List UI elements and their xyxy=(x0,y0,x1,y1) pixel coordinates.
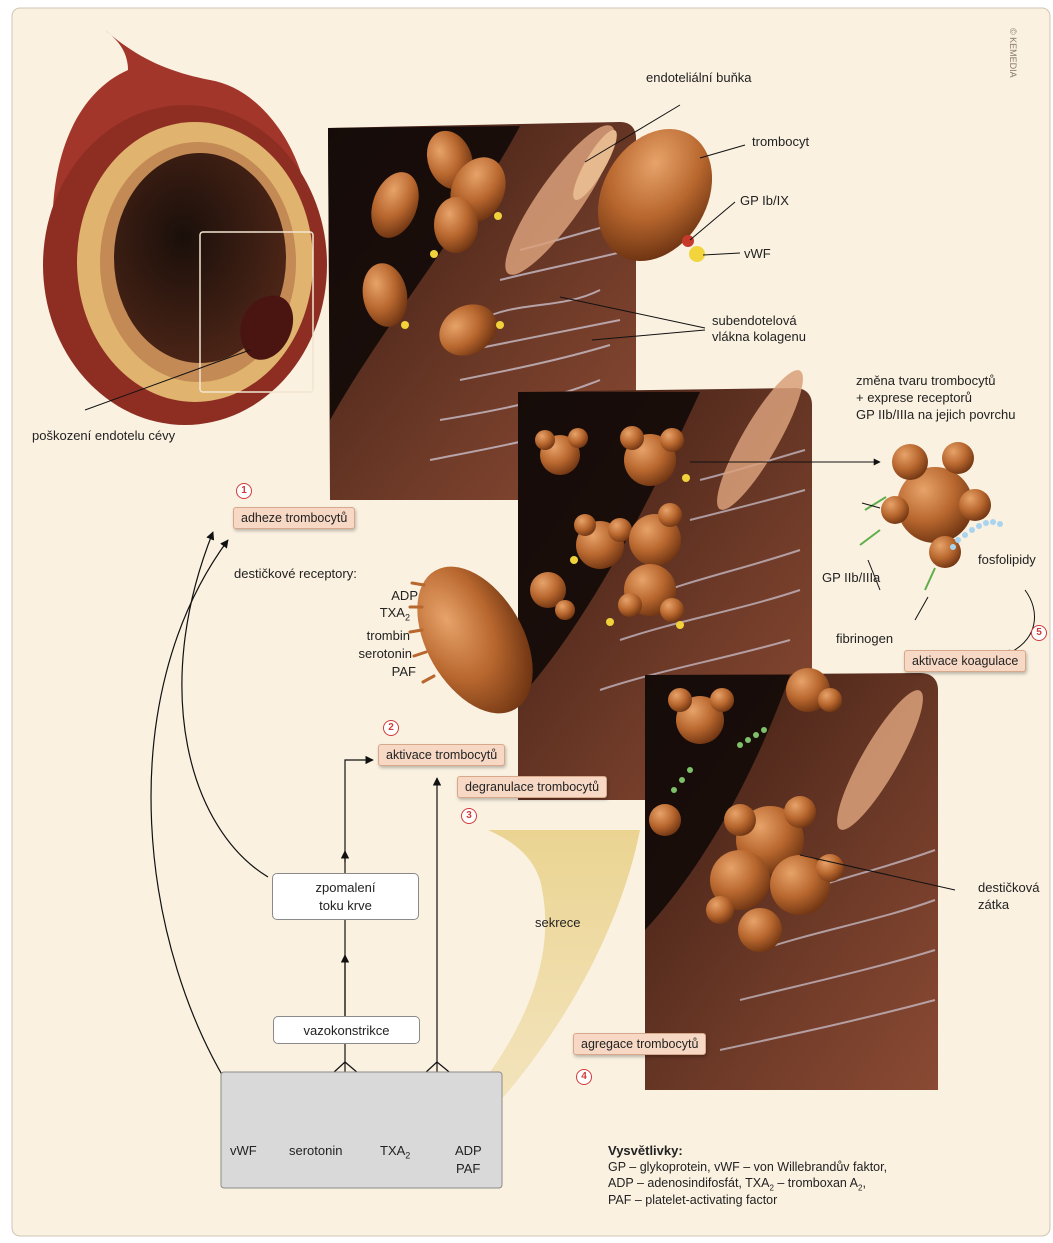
step-4-aggregation: agregace trombocytů xyxy=(573,1033,706,1055)
label-receptors-title: destičkové receptory: xyxy=(234,566,357,582)
step-5-number: 5 xyxy=(1031,625,1047,641)
label-plug-2: zátka xyxy=(978,897,1009,913)
label-vwf: vWF xyxy=(744,246,771,262)
label-shape-change-3: GP IIb/IIIa na jejich povrchu xyxy=(856,407,1015,423)
label-sekrece: sekrece xyxy=(535,915,581,931)
signature: © KEMEDIA xyxy=(1007,28,1018,78)
mediator-adp: ADP xyxy=(455,1143,482,1159)
legend-line-3: PAF – platelet-activating factor xyxy=(608,1193,777,1208)
box-slowing-line1: zpomalení xyxy=(273,879,418,897)
step-2-number: 2 xyxy=(383,720,399,736)
receptor-trombin: trombin xyxy=(330,628,410,644)
mediator-serotonin: serotonin xyxy=(289,1143,342,1159)
label-gp-ib-ix: GP Ib/IX xyxy=(740,193,789,209)
label-endothelial-cell: endoteliální buňka xyxy=(646,70,752,86)
label-fosfolipidy: fosfolipidy xyxy=(978,552,1036,568)
box-slowing: zpomalení toku krve xyxy=(272,873,419,920)
label-collagen-2: vlákna kolagenu xyxy=(712,329,806,345)
receptor-txa: TXA2 xyxy=(368,605,410,623)
label-shape-change-2: + exprese receptorů xyxy=(856,390,972,406)
label-shape-change-1: změna tvaru trombocytů xyxy=(856,373,995,389)
step-4-number: 4 xyxy=(576,1069,592,1085)
mediator-vwf: vWF xyxy=(230,1143,257,1159)
step-3-number: 3 xyxy=(461,808,477,824)
panel-aggregation xyxy=(645,668,938,1090)
mediator-txa: TXA2 xyxy=(380,1143,410,1161)
step-3-degranulation: degranulace trombocytů xyxy=(457,776,607,798)
receptor-paf: PAF xyxy=(370,664,416,680)
label-thrombocyte: trombocyt xyxy=(752,134,809,150)
label-collagen-1: subendotelová xyxy=(712,313,797,329)
legend-line-2: ADP – adenosindifosfát, TXA2 – tromboxan… xyxy=(608,1176,866,1193)
receptor-adp: ADP xyxy=(370,588,418,604)
box-slowing-line2: toku krve xyxy=(273,897,418,915)
legend-title: Vysvětlivky: xyxy=(608,1143,683,1159)
label-gp-iib-iiia: GP IIb/IIIa xyxy=(822,570,880,586)
step-1-number: 1 xyxy=(236,483,252,499)
step-2-activation: aktivace trombocytů xyxy=(378,744,505,766)
step-5-coagulation: aktivace koagulace xyxy=(904,650,1026,672)
step-1-adhesion: adheze trombocytů xyxy=(233,507,355,529)
label-damage: poškození endotelu cévy xyxy=(32,428,175,444)
legend-line-1: GP – glykoprotein, vWF – von Willebrandů… xyxy=(608,1160,887,1175)
label-plug-1: destičková xyxy=(978,880,1039,896)
label-fibrinogen: fibrinogen xyxy=(836,631,893,647)
box-vasoconstriction: vazokonstrikce xyxy=(273,1016,420,1044)
mediator-paf: PAF xyxy=(456,1161,480,1177)
receptor-serotonin: serotonin xyxy=(330,646,412,662)
